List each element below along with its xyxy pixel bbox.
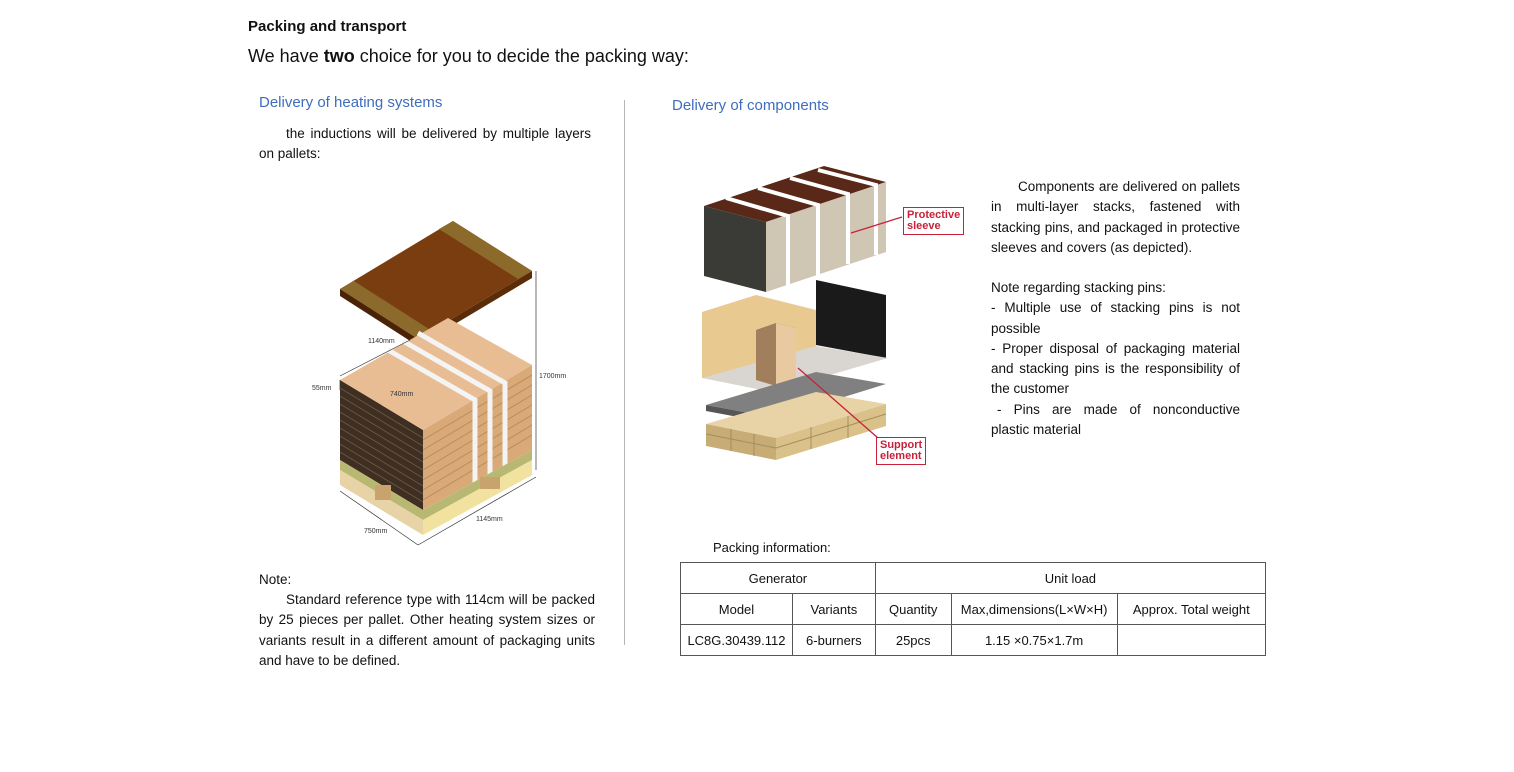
pallet-slats <box>705 413 887 456</box>
sleeve-right <box>766 182 886 292</box>
dimension-lines <box>339 271 537 546</box>
stack-top <box>340 318 532 430</box>
pallet-right-face <box>776 404 886 460</box>
dim-750: 750mm <box>364 528 388 535</box>
table-header-generator: Generator <box>680 562 876 594</box>
pallet-right <box>423 460 532 535</box>
pallet-block <box>375 485 391 500</box>
stack-layer-lines <box>339 387 424 503</box>
packing-information-label: Packing information: <box>713 540 831 555</box>
lid-stripe-2 <box>340 281 432 339</box>
pallet-top <box>706 392 886 438</box>
sleeve-left <box>704 206 766 292</box>
components-pallet-illustration <box>702 166 903 460</box>
page-subtitle: We have two choice for you to decide the… <box>248 46 689 67</box>
sleeve-straps <box>725 168 878 286</box>
callout-protective-sleeve: Protective sleeve <box>903 207 965 235</box>
table-cell-weight <box>1116 624 1267 656</box>
page-title: Packing and transport <box>248 18 407 35</box>
lid-edge-left <box>340 289 418 346</box>
heating-systems-heading: Delivery of heating systems <box>259 94 443 111</box>
dim-1700: 1700mm <box>539 373 566 380</box>
table-cell-dimensions: 1.15 ×0.75×1.7m <box>950 624 1118 656</box>
table-cell-model: LC8G.30439.112 <box>680 624 793 656</box>
pins-note-item-1: - Multiple use of stacking pins is not p… <box>991 300 1240 336</box>
components-heading: Delivery of components <box>672 97 829 114</box>
table-header-quantity: Quantity <box>874 593 952 625</box>
heating-intro-text: the inductions will be delivered by mult… <box>259 126 591 162</box>
lid-stripe <box>439 221 532 279</box>
table-header-variants: Variants <box>791 593 876 625</box>
packing-information-table: Generator Unit load Model Variants Quant… <box>680 562 1267 656</box>
black-sheet <box>816 280 886 358</box>
dim-55: 55mm <box>312 385 332 392</box>
sleeve-leader <box>850 216 903 234</box>
cover-top <box>704 166 886 222</box>
table-header-model: Model <box>680 593 793 625</box>
table-header-unit-load: Unit load <box>874 562 1267 594</box>
stacking-pins-note: Note regarding stacking pins: - Multiple… <box>991 278 1240 440</box>
callout-support-line1: Support <box>880 439 923 451</box>
note-label: Note: <box>259 572 292 587</box>
pins-note-item-2: - Proper disposal of packaging material … <box>991 340 1240 397</box>
support-element-face <box>776 323 796 386</box>
callout-support-line2: element <box>880 450 922 462</box>
callout-sleeve-line1: Protective <box>907 209 961 221</box>
pallet-left <box>340 470 423 535</box>
callout-support-element: Support element <box>876 437 927 465</box>
table-cell-variants: 6-burners <box>791 624 876 656</box>
table-header-dimensions: Max,dimensions(L×W×H) <box>950 593 1118 625</box>
pallet-block-2 <box>480 477 500 489</box>
base-plate <box>706 372 886 418</box>
table-cell-quantity: 25pcs <box>874 624 952 656</box>
pins-note-item-3: - Pins are made of nonconductive plastic… <box>991 401 1240 438</box>
subtitle-text-bold: two <box>323 46 355 66</box>
table-row: LC8G.30439.112 6-burners 25pcs 1.15 ×0.7… <box>680 624 1267 656</box>
subtitle-text-pre: We have <box>248 46 324 66</box>
column-divider <box>624 100 625 645</box>
note-text: Standard reference type with 114cm will … <box>259 592 595 668</box>
dim-1145: 1145mm <box>476 516 503 523</box>
pins-note-title: Note regarding stacking pins: <box>991 280 1166 295</box>
table-header-weight: Approx. Total weight <box>1116 593 1267 625</box>
dim-740: 740mm <box>390 391 414 398</box>
callout-sleeve-line2: sleeve <box>907 220 941 232</box>
lid-top <box>340 221 532 339</box>
subtitle-text-post: choice for you to decide the packing way… <box>354 46 689 66</box>
heating-pallet-illustration: 1140mm 55mm 740mm 1700mm 750mm 1145mm <box>312 221 566 546</box>
table-row: Model Variants Quantity Max,dimensions(L… <box>680 593 1267 625</box>
straps <box>386 330 508 485</box>
pallet-left-face <box>706 424 776 460</box>
dim-1140: 1140mm <box>368 338 395 345</box>
support-leader <box>797 367 879 439</box>
components-description: Components are delivered on pallets in m… <box>991 179 1240 255</box>
table-row: Generator Unit load <box>680 562 1267 594</box>
